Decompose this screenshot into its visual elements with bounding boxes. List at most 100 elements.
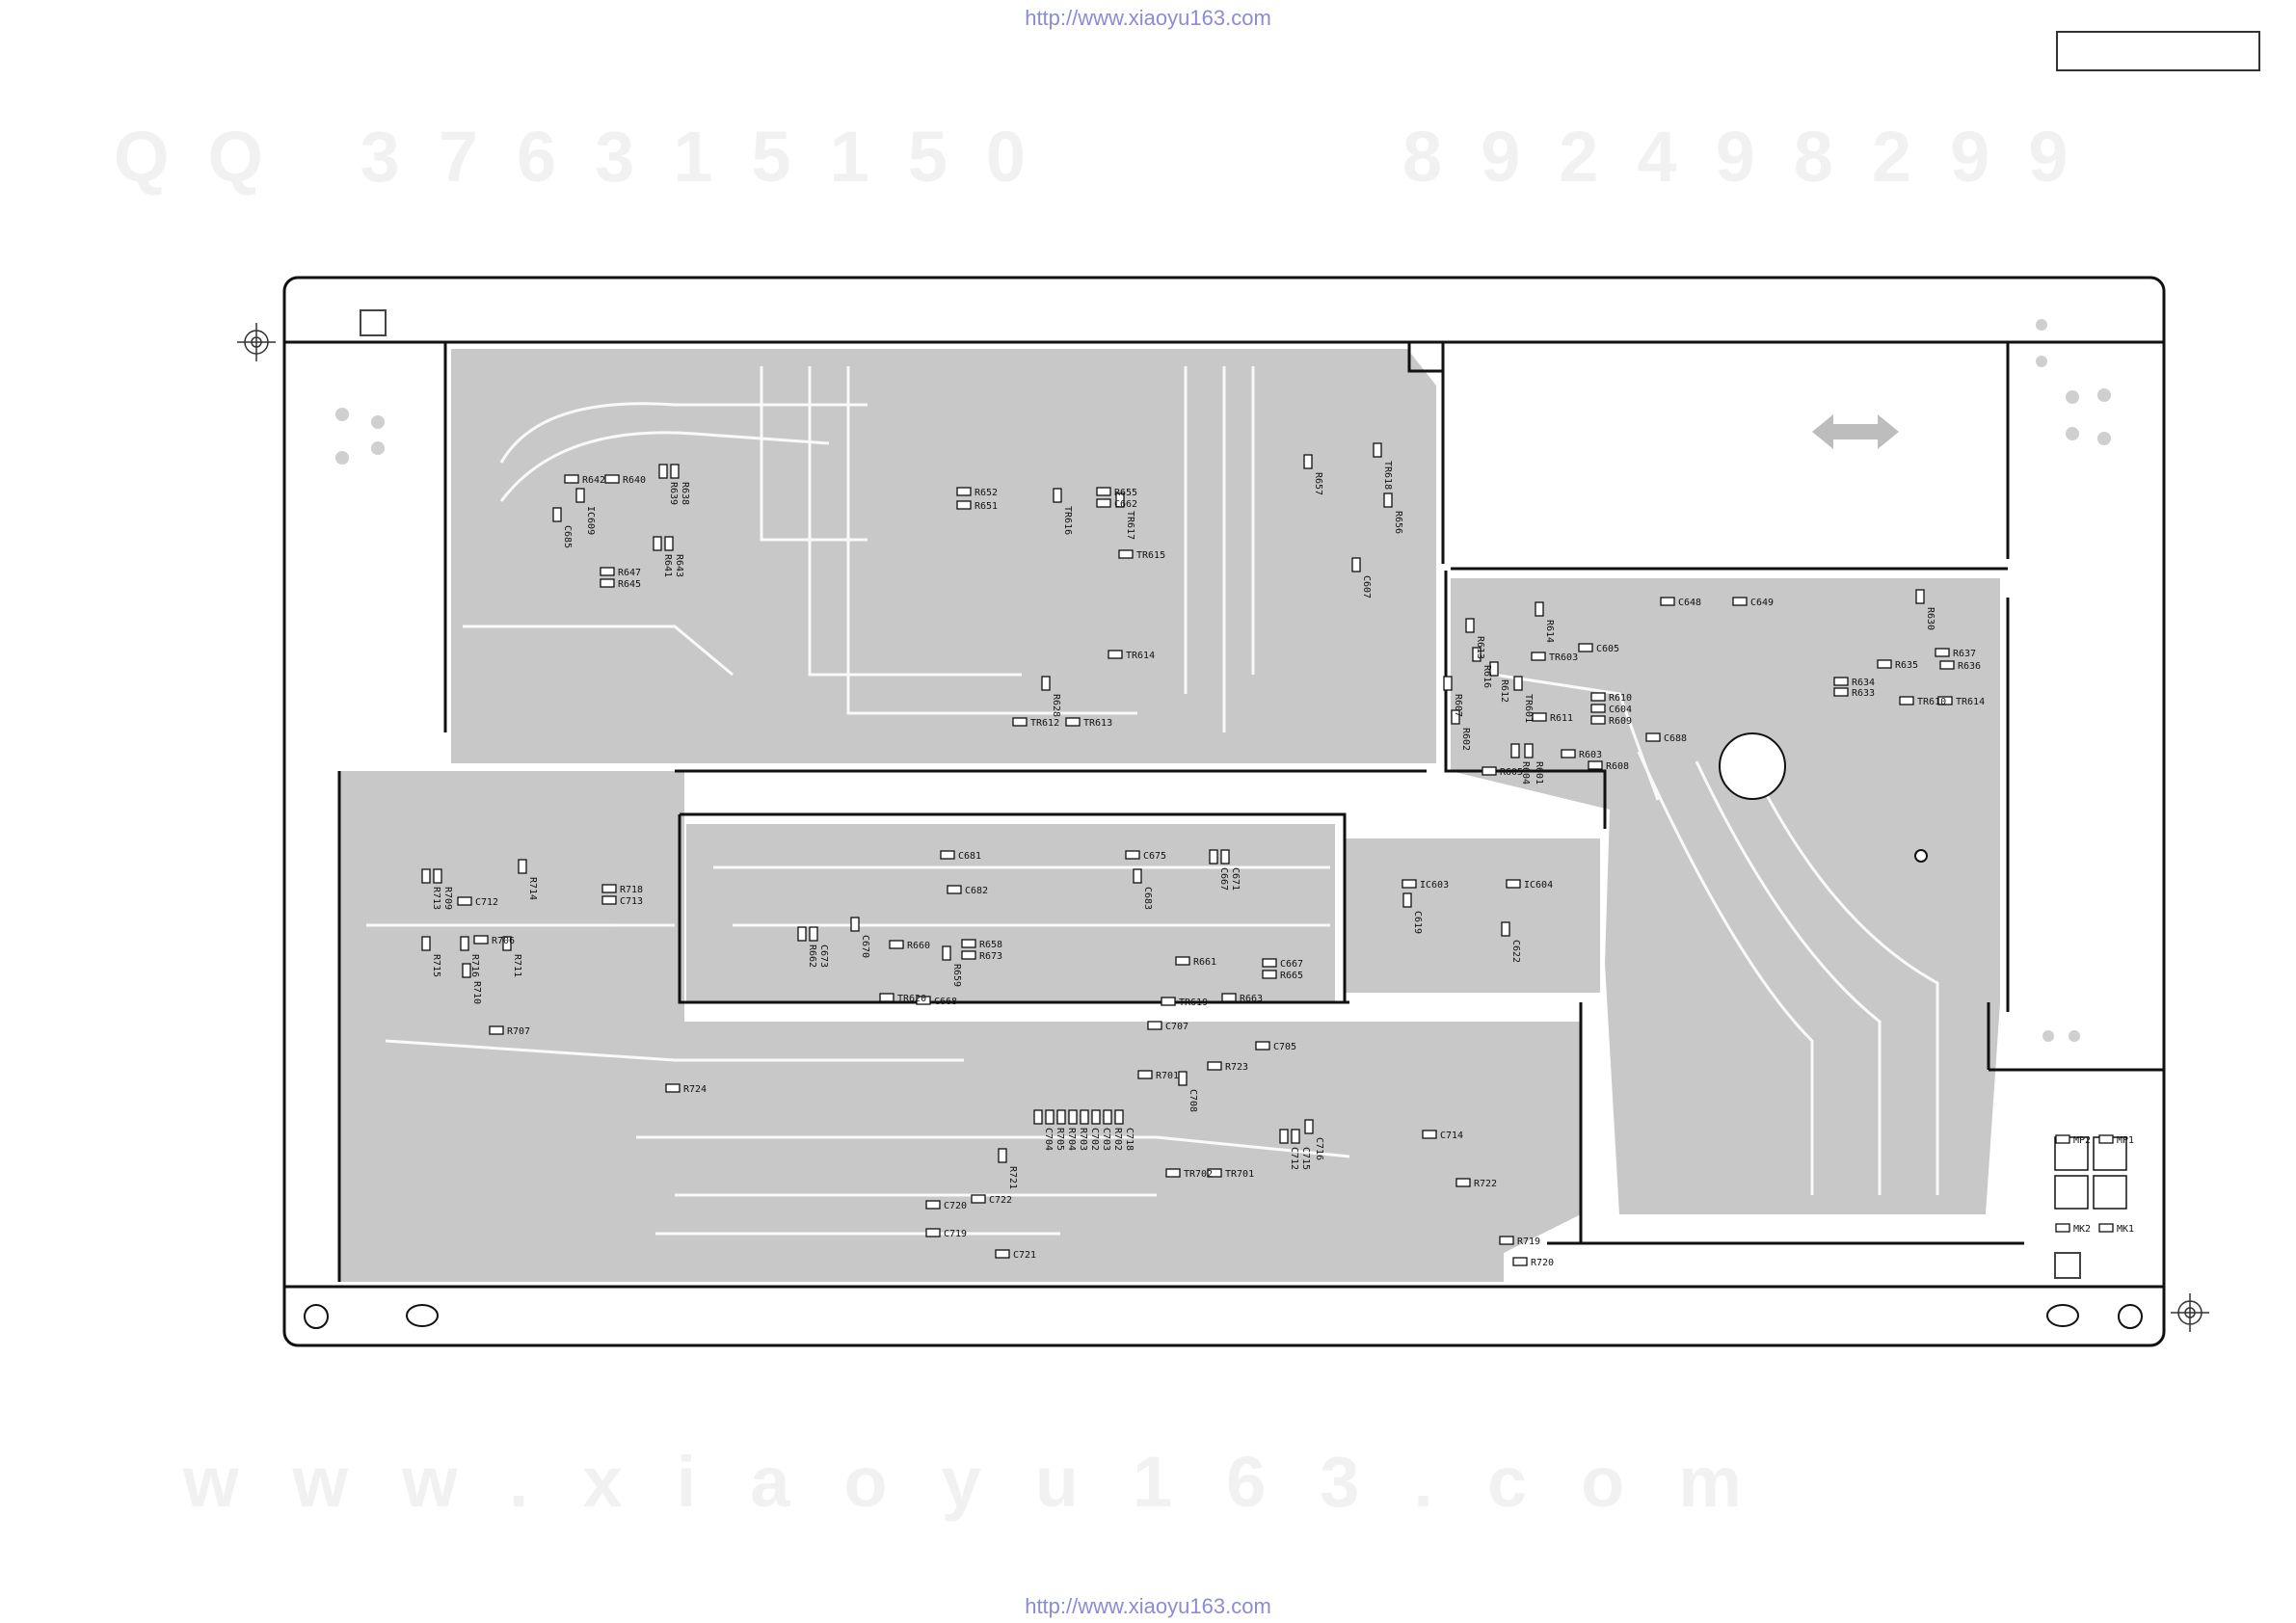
component-r724-body bbox=[665, 1083, 681, 1093]
component-c715-body bbox=[1291, 1129, 1300, 1144]
component-r660-label: R660 bbox=[907, 941, 930, 951]
component-c681-label: C681 bbox=[958, 851, 981, 862]
component-c712a-label: C712 bbox=[475, 897, 498, 908]
component-c716-body bbox=[1304, 1119, 1314, 1134]
component-r658-label: R658 bbox=[979, 940, 1002, 950]
component-r709-body bbox=[433, 868, 442, 884]
component-tr616-body bbox=[1053, 488, 1062, 503]
component-c719-body bbox=[925, 1228, 941, 1237]
component-ic604-label: IC604 bbox=[1524, 880, 1553, 891]
component-r719-label: R719 bbox=[1517, 1237, 1540, 1247]
component-r704-body bbox=[1056, 1109, 1066, 1125]
component-r715-body bbox=[421, 936, 431, 951]
component-c721-body bbox=[995, 1249, 1010, 1259]
component-c667b-label: C667 bbox=[1280, 959, 1303, 970]
component-c707-body bbox=[1147, 1021, 1162, 1030]
component-r703-body bbox=[1068, 1109, 1078, 1125]
component-r720-label: R720 bbox=[1531, 1258, 1554, 1268]
component-r639-label: R639 bbox=[668, 482, 679, 505]
component-r714-label: R714 bbox=[527, 877, 538, 900]
component-r640-body bbox=[604, 474, 620, 484]
component-r724-label: R724 bbox=[683, 1084, 707, 1095]
component-c683-label: C683 bbox=[1142, 887, 1153, 910]
component-mk1-label: MK1 bbox=[2117, 1224, 2134, 1235]
component-r645-label: R645 bbox=[618, 579, 641, 590]
component-c649-label: C649 bbox=[1750, 598, 1774, 608]
component-tr618-body bbox=[1373, 442, 1382, 458]
component-c705-label: C705 bbox=[1273, 1042, 1296, 1052]
component-r716-body bbox=[460, 936, 469, 951]
component-c720-label: C720 bbox=[944, 1201, 967, 1211]
component-c712b-label: C712 bbox=[1289, 1147, 1299, 1170]
component-r614-body bbox=[1535, 601, 1544, 617]
component-c675-label: C675 bbox=[1143, 851, 1166, 862]
component-r605-label: R605 bbox=[1500, 767, 1523, 778]
component-mk2-body bbox=[2055, 1223, 2070, 1233]
component-r707-label: R707 bbox=[507, 1026, 530, 1037]
component-r701-body bbox=[1137, 1070, 1153, 1079]
component-mp1-label: MP1 bbox=[2117, 1135, 2134, 1146]
component-r705-body bbox=[1045, 1109, 1055, 1125]
component-tr610-label: TR610 bbox=[1917, 697, 1946, 707]
component-c604-body bbox=[1590, 704, 1606, 713]
component-r706-label: R706 bbox=[492, 936, 515, 946]
component-r641-body bbox=[653, 536, 662, 551]
component-c705-body bbox=[1255, 1041, 1270, 1051]
component-r718-body bbox=[601, 884, 617, 893]
component-c675-body bbox=[1125, 850, 1140, 860]
component-r611-label: R611 bbox=[1550, 713, 1573, 724]
component-c619-label: C619 bbox=[1412, 911, 1423, 934]
component-c622-body bbox=[1501, 921, 1510, 937]
component-r655-body bbox=[1096, 487, 1111, 496]
component-c619-body bbox=[1402, 892, 1412, 908]
component-r601-body bbox=[1524, 743, 1534, 758]
component-r609-label: R609 bbox=[1609, 716, 1632, 727]
source-url-top[interactable]: http://www.xiaoyu163.com bbox=[1025, 6, 1271, 30]
page-number-box bbox=[2056, 31, 2260, 71]
component-tr618-label: TR618 bbox=[1382, 461, 1393, 490]
component-mp1-body bbox=[2098, 1134, 2114, 1144]
component-tr619-label: TR619 bbox=[1179, 998, 1208, 1008]
component-r715-label: R715 bbox=[431, 954, 441, 977]
component-mk2-label: MK2 bbox=[2073, 1224, 2091, 1235]
component-r706-body bbox=[473, 935, 489, 945]
component-r604-label: R604 bbox=[1520, 761, 1531, 785]
component-c707-label: C707 bbox=[1165, 1022, 1188, 1032]
component-tr601-label: TR601 bbox=[1523, 694, 1534, 723]
component-c712b-body bbox=[1279, 1129, 1289, 1144]
component-c622-label: C622 bbox=[1510, 940, 1521, 963]
component-c685-label: C685 bbox=[562, 525, 573, 548]
component-r637-body bbox=[1935, 648, 1950, 657]
component-c716-label: C716 bbox=[1314, 1137, 1324, 1160]
component-tr619-body bbox=[1161, 997, 1176, 1006]
component-r641-label: R641 bbox=[662, 554, 673, 577]
component-r608-body bbox=[1588, 760, 1603, 770]
component-r638-body bbox=[670, 464, 680, 479]
trace-pattern bbox=[366, 366, 1939, 1236]
component-c607-body bbox=[1351, 557, 1361, 572]
component-tr616-label: TR616 bbox=[1062, 506, 1073, 535]
component-r610-label: R610 bbox=[1609, 693, 1632, 704]
watermark-phone: 892498299 bbox=[1402, 117, 2107, 197]
component-c708-body bbox=[1178, 1071, 1188, 1086]
component-r656-body bbox=[1383, 492, 1393, 508]
component-r642-body bbox=[564, 474, 579, 484]
component-c667b-body bbox=[1262, 958, 1277, 968]
component-r603-body bbox=[1561, 749, 1576, 758]
component-c668-label: C668 bbox=[934, 997, 957, 1007]
component-c605-label: C605 bbox=[1596, 644, 1619, 654]
component-c688-body bbox=[1645, 732, 1661, 742]
component-c668-body bbox=[916, 996, 931, 1005]
component-r647-body bbox=[600, 567, 615, 576]
component-c649-body bbox=[1732, 597, 1748, 606]
component-r607-body bbox=[1443, 676, 1453, 691]
component-tr617-body bbox=[1115, 492, 1125, 508]
component-tr614b-label: TR614 bbox=[1956, 697, 1985, 707]
component-r702-body bbox=[1103, 1109, 1112, 1125]
component-c667a-body bbox=[1209, 849, 1218, 865]
component-r720-body bbox=[1512, 1257, 1528, 1266]
source-url-bottom[interactable]: http://www.xiaoyu163.com bbox=[1025, 1594, 1271, 1618]
direction-arrow bbox=[1812, 414, 1899, 449]
component-r643-label: R643 bbox=[674, 554, 684, 577]
